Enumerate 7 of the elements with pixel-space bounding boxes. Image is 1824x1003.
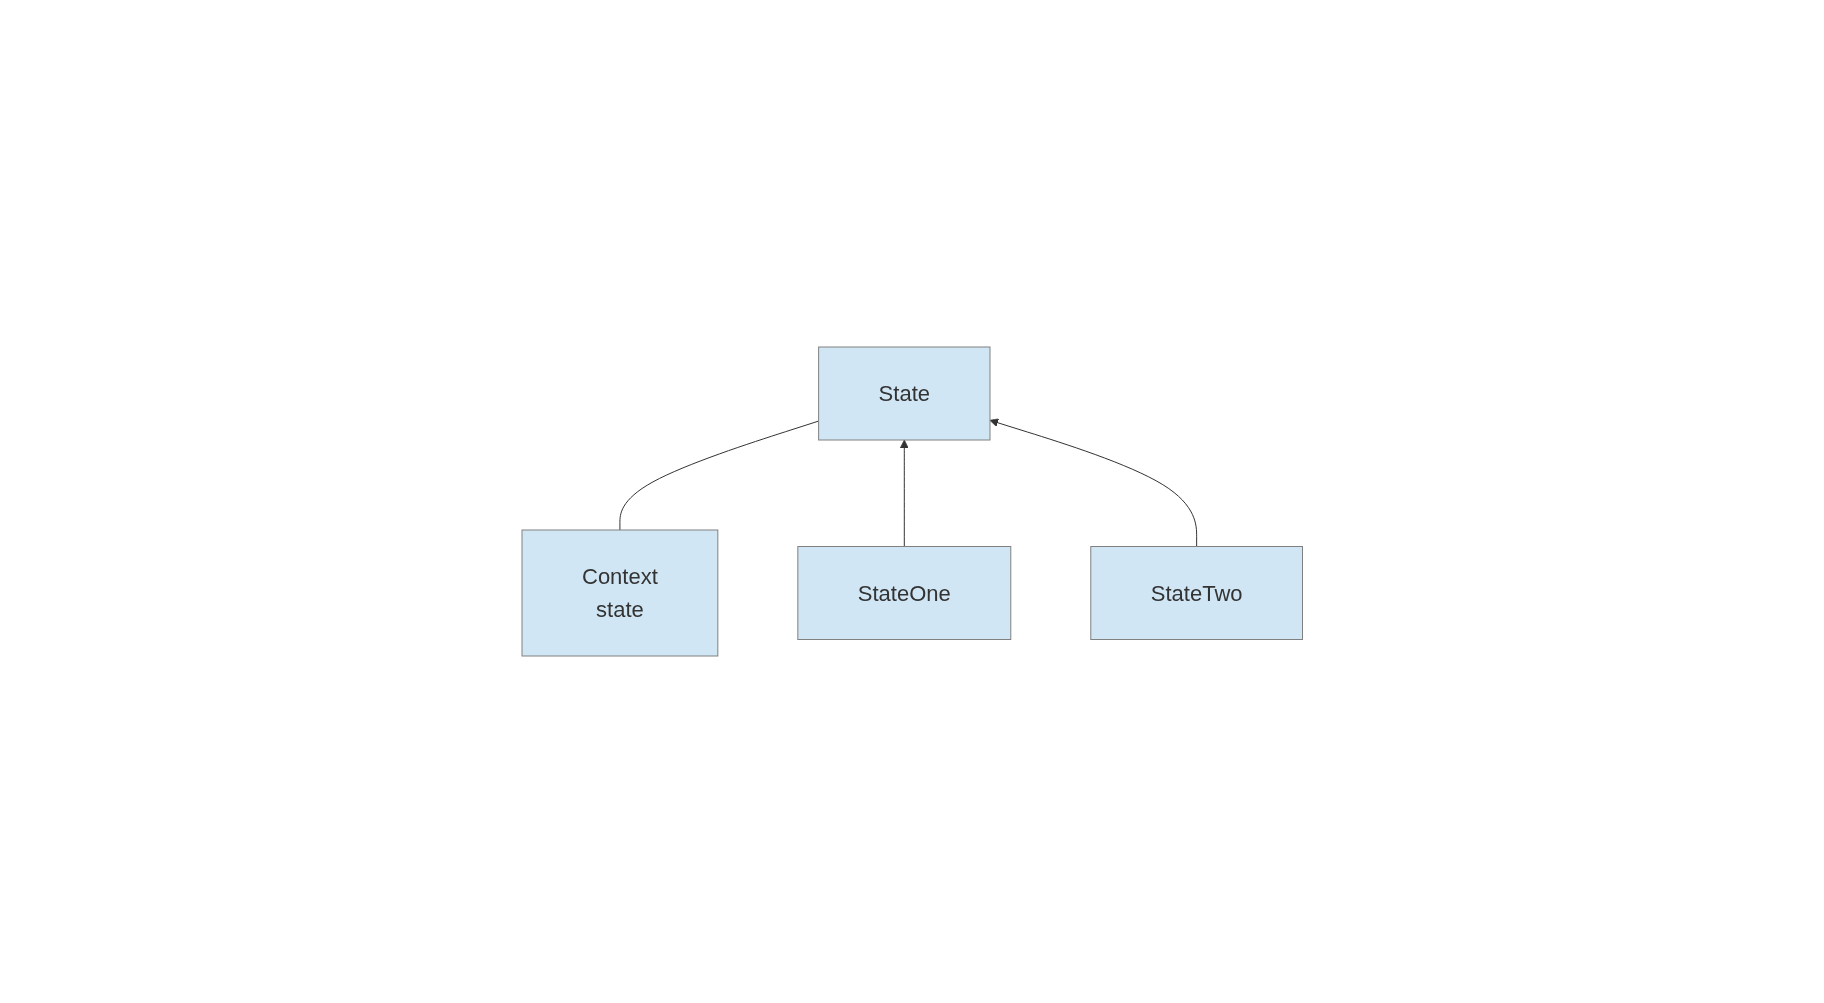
connector bbox=[619, 420, 819, 531]
node-box: Context state bbox=[521, 529, 719, 657]
arrow bbox=[899, 439, 909, 547]
node-box: StateOne bbox=[797, 546, 1012, 640]
node-box: State bbox=[817, 346, 991, 441]
node-box: StateTwo bbox=[1090, 546, 1303, 640]
arrow bbox=[989, 418, 1197, 547]
